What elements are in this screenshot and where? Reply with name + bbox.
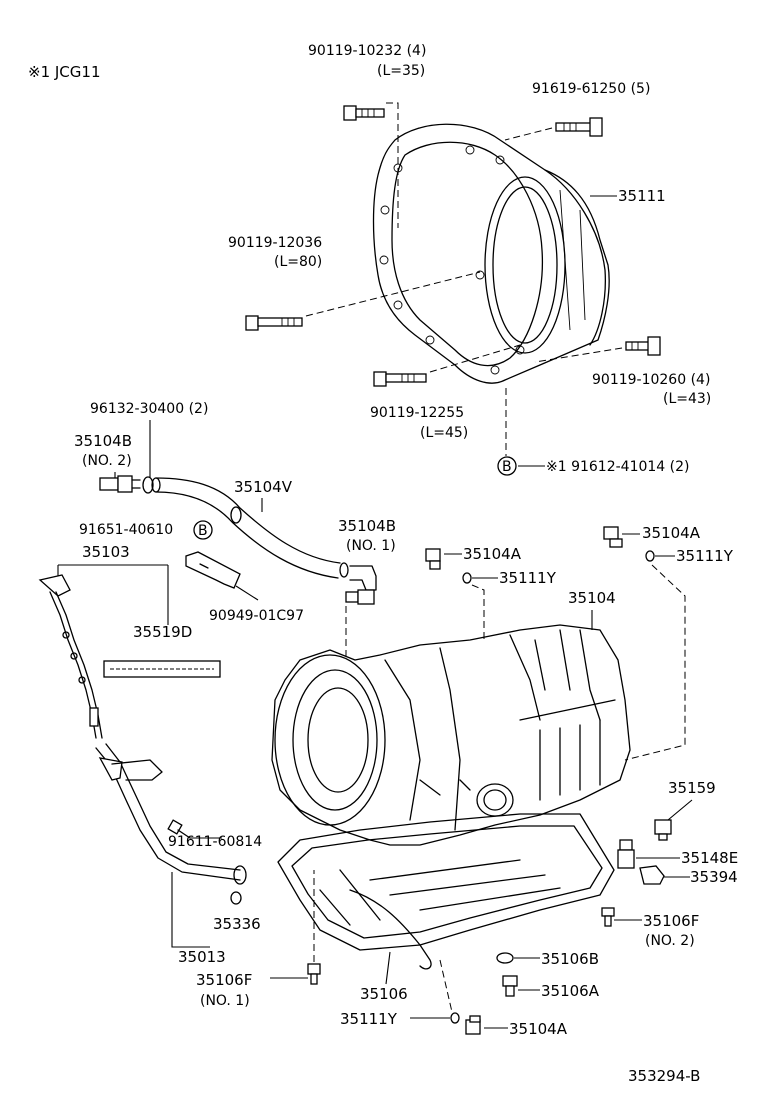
- union-35104b-no1: [345, 565, 377, 605]
- ref-b-marker: [497, 456, 517, 476]
- label-90119-12036: 90119-12036: [228, 235, 322, 251]
- label-96132-30400: 96132-30400 (2): [90, 401, 208, 417]
- bolt-90119-10260: [625, 336, 661, 356]
- label-35111y-bottom: 35111Y: [340, 1010, 398, 1028]
- oring-35111y-bottom: [450, 1012, 460, 1024]
- hose-35104v: [151, 477, 341, 579]
- converter-housing: [372, 123, 610, 384]
- label-35104a-right: 35104A: [642, 524, 701, 542]
- leader-35106: [385, 951, 391, 985]
- label-35106b: 35106B: [541, 950, 599, 968]
- dash-35111y-left: [471, 584, 485, 640]
- label-35104a-drain: 35104A: [509, 1020, 568, 1038]
- label-90119-10260-len: (L=43): [663, 391, 711, 407]
- label-35103: 35103: [82, 543, 130, 561]
- leader-10260: [534, 347, 623, 363]
- label-35111y-left: 35111Y: [499, 569, 557, 587]
- label-91611-60814: 91611-60814: [168, 834, 262, 850]
- label-35336: 35336: [213, 915, 261, 933]
- union-35104b-no2: [99, 475, 141, 493]
- dash-35111y-right: [624, 564, 686, 761]
- label-35106f-no1: 35106F: [196, 971, 252, 989]
- bolt-91611-60814: [167, 819, 191, 839]
- bolt-91619-61250: [555, 117, 603, 137]
- sensor-35148e: [617, 839, 635, 869]
- bolt-90119-12036: [245, 315, 303, 331]
- bolt-35106f-no2: [601, 907, 615, 927]
- gasket-35106b: [496, 952, 514, 964]
- caution-plate-35519d: [103, 660, 221, 678]
- plug-35104a-right: [603, 526, 623, 548]
- clip-35394: [639, 865, 665, 885]
- label-35519d: 35519D: [133, 623, 192, 641]
- dash-drain: [439, 959, 453, 1013]
- label-91619-61250: 91619-61250 (5): [532, 81, 650, 97]
- leader-35013: [171, 872, 210, 948]
- label-35148e: 35148E: [681, 849, 738, 867]
- oil-pan-35106: [277, 813, 615, 970]
- label-35111: 35111: [618, 187, 666, 205]
- label-35104b-no2-sub: (NO. 2): [82, 453, 132, 469]
- ref-b-marker-2: [193, 520, 213, 540]
- label-35394: 35394: [690, 868, 738, 886]
- label-90119-12255-len: (L=45): [420, 425, 468, 441]
- diagram-code: 353294-B: [628, 1067, 700, 1085]
- label-35104b-no1: 35104B: [338, 517, 396, 535]
- leader-90949: [235, 585, 259, 601]
- clip-96132-b: [339, 562, 349, 578]
- plug-35104a-left: [425, 548, 441, 570]
- oring-35111y-right: [645, 550, 655, 562]
- label-90119-12255: 90119-12255: [370, 405, 464, 421]
- bolt-90119-10232: [343, 105, 385, 121]
- dipstick-35103: [38, 574, 103, 739]
- label-35111y-right: 35111Y: [676, 547, 734, 565]
- bolt-35106a: [502, 975, 518, 997]
- sensor-35159: [654, 819, 672, 841]
- leader-10232: [386, 102, 399, 228]
- model-note: ※1 JCG11: [28, 63, 101, 81]
- label-35106a: 35106A: [541, 982, 600, 1000]
- bracket-90949-01c97: [185, 551, 241, 589]
- label-35106f-no2: 35106F: [643, 912, 699, 930]
- label-35104a-left: 35104A: [463, 545, 522, 563]
- label-91651-40610: 91651-40610: [79, 522, 173, 538]
- label-90119-10232-len: (L=35): [377, 63, 425, 79]
- leader-35159: [667, 799, 693, 821]
- leader-12255: [429, 344, 521, 373]
- label-35106: 35106: [360, 985, 408, 1003]
- label-35104: 35104: [568, 589, 616, 607]
- label-90119-12036-len: (L=80): [274, 254, 322, 270]
- leader-12036: [305, 271, 481, 317]
- bolt-35106f-no1: [307, 963, 321, 985]
- oring-35336: [230, 891, 242, 905]
- label-35159: 35159: [668, 779, 716, 797]
- drain-plug-35104a: [465, 1015, 481, 1035]
- label-35106f-no1-sub: (NO. 1): [200, 993, 250, 1009]
- ref-b-letter: B: [502, 459, 512, 475]
- transmission-case: [271, 624, 631, 846]
- label-90949-01c97: 90949-01C97: [209, 608, 304, 624]
- bolt-90119-12255: [373, 371, 427, 387]
- leader-61250: [504, 127, 553, 141]
- label-35013: 35013: [178, 948, 226, 966]
- label-90119-10232: 90119-10232 (4): [308, 43, 426, 59]
- label-35104b-no2: 35104B: [74, 432, 132, 450]
- label-91612-41014: ※1 91612-41014 (2): [546, 459, 690, 475]
- ref-b-letter-2: B: [198, 523, 208, 539]
- label-90119-10260: 90119-10260 (4): [592, 372, 710, 388]
- filler-tube-35013: [95, 743, 247, 885]
- label-35104v: 35104V: [234, 478, 293, 496]
- clip-96132-a: [142, 476, 154, 494]
- label-35104b-no1-sub: (NO. 1): [346, 538, 396, 554]
- oring-35111y-left: [462, 572, 472, 584]
- leader-35103: [57, 564, 169, 625]
- label-35106f-no2-sub: (NO. 2): [645, 933, 695, 949]
